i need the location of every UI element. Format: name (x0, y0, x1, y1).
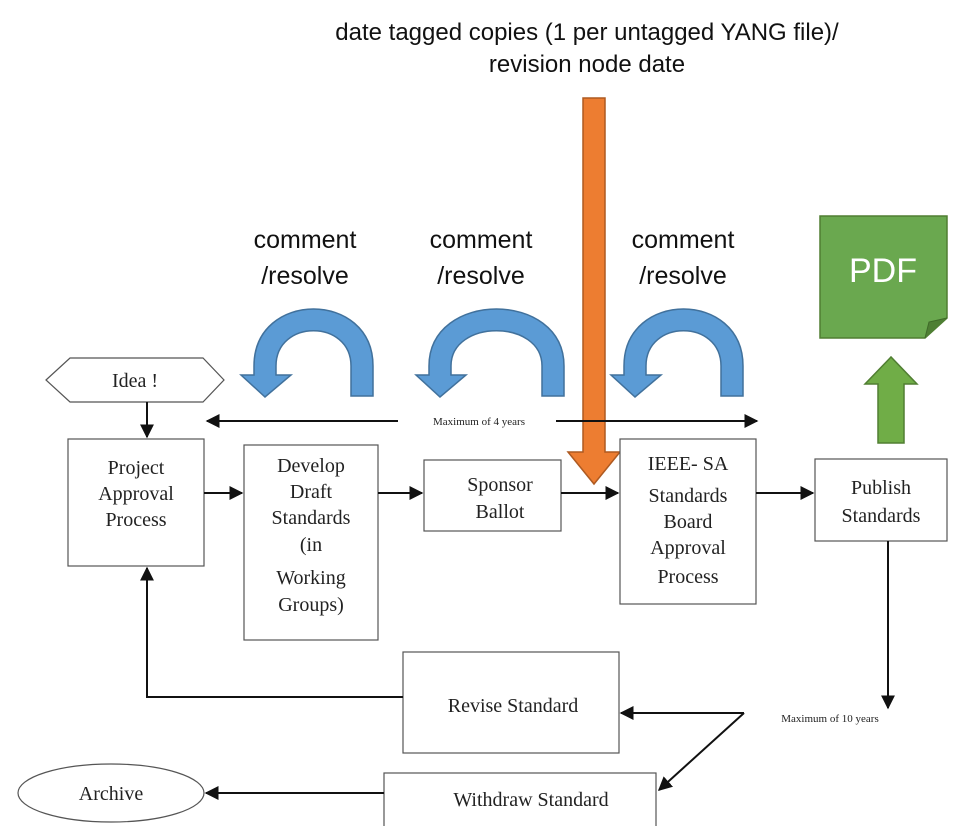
caption-line-2: revision node date (489, 51, 685, 78)
archive-label: Archive (79, 783, 144, 805)
loop-arrow-1 (239, 308, 374, 398)
loop-2-label-line-1: comment (430, 226, 533, 254)
archive-node: Archive (17, 763, 205, 823)
withdraw-label: Withdraw Standard (453, 789, 608, 811)
sponsor-ballot-node: Sponsor Ballot (423, 459, 562, 532)
ieee-line-4: Approval (650, 537, 726, 559)
ieee-sa-approval-node: IEEE- SA Standards Board Approval Proces… (619, 438, 757, 605)
loop-arrow-3 (609, 308, 744, 398)
caption-line-1: date tagged copies (1 per untagged YANG … (335, 19, 839, 46)
sponsor-line-1: Sponsor (467, 474, 533, 496)
withdraw-standard-node: Withdraw Standard (383, 772, 657, 826)
green-up-arrow (863, 355, 919, 444)
project-approval-node: Project Approval Process (67, 438, 205, 567)
develop-line-1: Develop (277, 455, 345, 477)
develop-line-2: Draft (290, 481, 333, 503)
loop-1-label-line-2: /resolve (261, 262, 349, 290)
ieee-line-2: Standards (649, 485, 728, 507)
revise-standard-node: Revise Standard (402, 651, 620, 754)
project-line-1: Project (108, 457, 165, 479)
project-line-2: Approval (98, 483, 174, 505)
develop-line-5: Working (276, 567, 346, 589)
loop-3-label-line-1: comment (632, 226, 735, 254)
publish-standards-node: Publish Standards (814, 458, 948, 542)
arrow-to-withdraw (657, 712, 745, 791)
publish-line-1: Publish (851, 477, 911, 499)
revise-label: Revise Standard (448, 695, 579, 717)
idea-label: Idea ! (112, 370, 158, 392)
ieee-line-1: IEEE- SA (648, 453, 729, 475)
ieee-line-5: Process (657, 566, 718, 588)
loop-arrow-2 (414, 308, 565, 398)
max-10-years-label: Maximum of 10 years (781, 713, 878, 725)
loop-3-label-line-2: /resolve (639, 262, 727, 290)
develop-line-3: Standards (272, 507, 351, 529)
arrow-revise-to-project (140, 566, 403, 698)
develop-draft-node: Develop Draft Standards (in Working Grou… (243, 444, 379, 641)
pdf-label: PDF (849, 252, 917, 290)
project-line-3: Process (105, 509, 166, 531)
max-4-years-label: Maximum of 4 years (433, 416, 525, 428)
loop-2-label-line-2: /resolve (437, 262, 525, 290)
orange-down-arrow (566, 97, 622, 486)
loop-1-label-line-1: comment (254, 226, 357, 254)
idea-node: Idea ! (45, 357, 225, 403)
publish-line-2: Standards (842, 505, 921, 527)
ieee-line-3: Board (664, 511, 713, 533)
pdf-document-icon: PDF (819, 215, 948, 339)
sponsor-line-2: Ballot (476, 501, 525, 523)
develop-line-4: (in (300, 534, 322, 556)
develop-line-6: Groups) (278, 594, 344, 616)
